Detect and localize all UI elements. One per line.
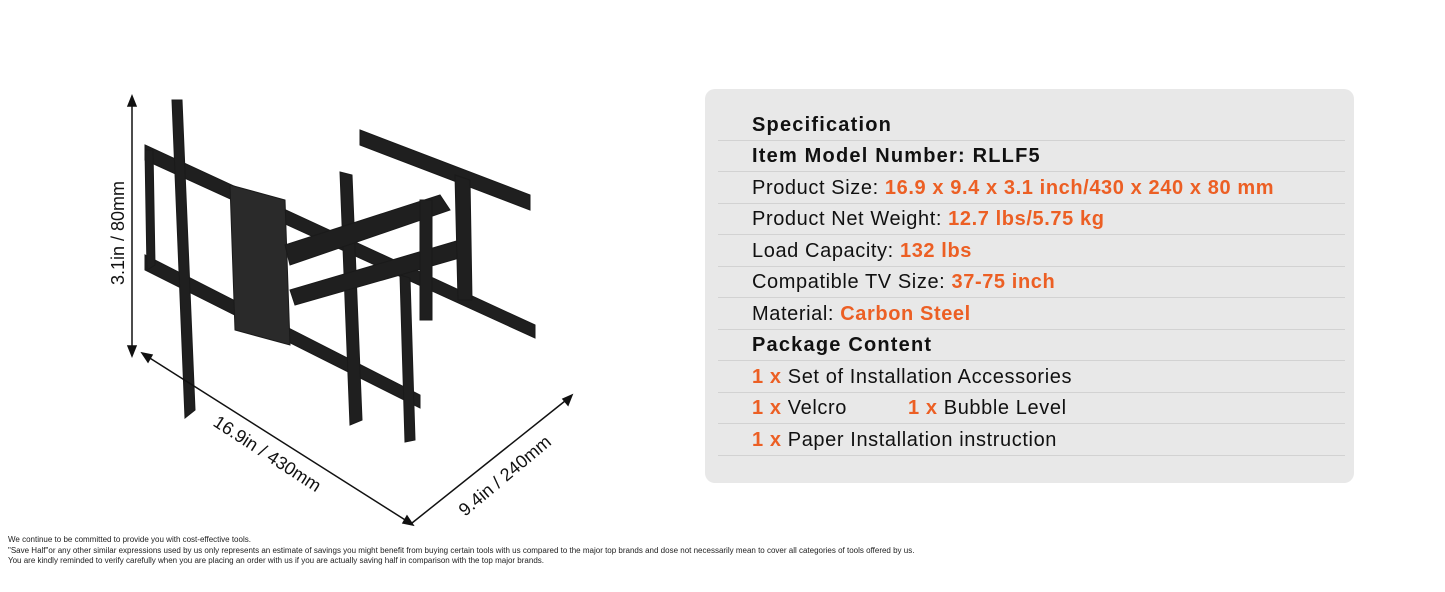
spec-value: 132 lbs (899, 239, 973, 262)
disclaimer: We continue to be committed to provide y… (8, 535, 914, 567)
spec-label: Compatible TV Size: (752, 271, 952, 293)
spec-row: Product Size: 16.9 x 9.4 x 3.1 inch/430 … (718, 172, 1345, 204)
spec-row: Product Net Weight: 12.7 lbs/5.75 kg (718, 204, 1345, 235)
package-item: Set of Installation Accessories (781, 365, 1073, 388)
tv-mount-image (144, 99, 536, 443)
model-row: Item Model Number: RLLF5 (718, 141, 1345, 172)
product-drawing: 3.1in / 80mm 16.9in / 430mm 9.4in / 240m… (108, 93, 574, 527)
package-title-row: Package Content (718, 330, 1345, 361)
disclaimer-line: We continue to be committed to provide y… (8, 535, 251, 544)
disclaimer-line: "Save Half"or any other similar expressi… (8, 545, 915, 555)
spec-title: Specification (752, 113, 893, 136)
spec-row: Material: Carbon Steel (718, 298, 1345, 330)
spec-row: Load Capacity: 132 lbs (718, 235, 1345, 267)
package-item: Paper Installation instruction (781, 428, 1058, 451)
spec-row: Compatible TV Size: 37-75 inch (718, 267, 1345, 298)
package-row: 1 x Paper Installation instruction (718, 424, 1345, 456)
package-qty: 1 x (752, 428, 782, 451)
package-qty: 1 x (908, 397, 938, 419)
package-item: Bubble Level (937, 397, 1067, 419)
spec-label: Product Net Weight: (752, 208, 949, 230)
package-row: 1 x Velcro 1 x Bubble Level (718, 393, 1345, 424)
width-dimension-label: 16.9in / 430mm (210, 412, 325, 496)
spec-value: 12.7 lbs/5.75 kg (948, 208, 1105, 230)
spec-label: Material: (752, 302, 841, 325)
spec-title-row: Specification (718, 109, 1345, 141)
package-title: Package Content (752, 334, 933, 356)
spec-label: Product Size: (752, 176, 885, 199)
package-qty: 1 x (752, 365, 782, 388)
package-item: Velcro (781, 397, 847, 419)
model-number: Item Model Number: RLLF5 (752, 145, 1041, 167)
package-row: 1 x Set of Installation Accessories (718, 361, 1345, 393)
spec-label: Load Capacity: (752, 239, 900, 262)
package-qty: 1 x (752, 397, 782, 419)
depth-dimension-label: 9.4in / 240mm (455, 431, 555, 520)
spec-value: 16.9 x 9.4 x 3.1 inch/430 x 240 x 80 mm (884, 176, 1275, 199)
dimension-lines (126, 93, 574, 527)
height-dimension-label: 3.1in / 80mm (108, 181, 128, 285)
specification-panel: Specification Item Model Number: RLLF5 P… (705, 89, 1354, 483)
disclaimer-line: You are kindly reminded to verify carefu… (8, 556, 544, 565)
spec-value: 37-75 inch (951, 271, 1056, 293)
spec-value: Carbon Steel (840, 302, 971, 325)
